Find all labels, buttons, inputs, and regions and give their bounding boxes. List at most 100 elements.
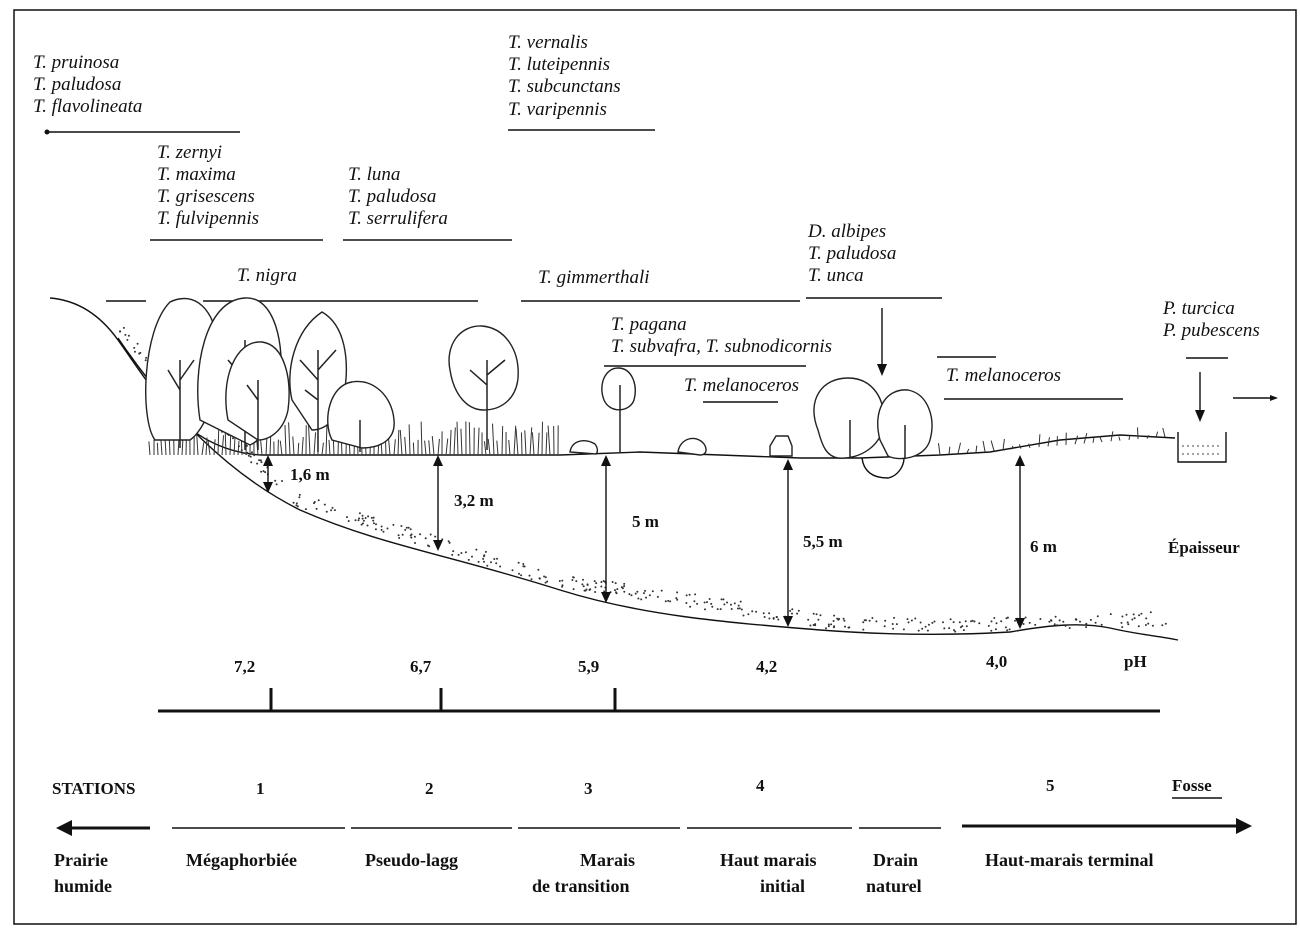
stipple-dot xyxy=(358,517,360,519)
stipple-dot xyxy=(1006,629,1008,631)
stipple-dot xyxy=(637,598,639,600)
stipple-dot xyxy=(1138,614,1140,616)
stipple-dot xyxy=(791,613,793,615)
ph-value: 7,2 xyxy=(234,657,255,676)
stipple-dot xyxy=(243,452,245,454)
stipple-dot xyxy=(623,585,625,587)
svg-text:Mégaphorbiée: Mégaphorbiée xyxy=(186,850,297,870)
arrow-head xyxy=(1195,410,1205,422)
svg-text:4,2: 4,2 xyxy=(756,657,777,676)
stipple-dot xyxy=(991,620,993,622)
stipple-dot xyxy=(838,618,840,620)
grass-blade xyxy=(1119,436,1120,440)
stipple-dot xyxy=(737,608,739,610)
stipple-dot xyxy=(686,594,688,596)
stipple-dot xyxy=(717,608,719,610)
grass-blade xyxy=(1075,436,1078,445)
stipple-dot xyxy=(434,536,436,538)
svg-text:T. zernyi: T. zernyi xyxy=(157,142,222,163)
stipple-dot xyxy=(264,471,266,473)
svg-text:P. pubescens: P. pubescens xyxy=(1162,320,1260,341)
stipple-dot xyxy=(833,615,835,617)
thickness-axis-label: Épaisseur xyxy=(1168,538,1240,557)
stipple-dot xyxy=(731,608,733,610)
hut xyxy=(770,436,792,456)
svg-text:naturel: naturel xyxy=(866,876,922,896)
grass-blade xyxy=(1039,434,1040,447)
zone-label: humide xyxy=(54,876,112,896)
svg-text:T. serrulifera: T. serrulifera xyxy=(348,208,448,229)
stipple-dot xyxy=(316,508,318,510)
stipple-dot xyxy=(1138,625,1140,627)
stipple-dot xyxy=(830,623,832,625)
species-group-3: T. zernyi T. maxima T. grisescens T. ful… xyxy=(150,142,323,240)
stipple-dot xyxy=(425,537,427,539)
stipple-dot xyxy=(963,629,965,631)
stipple-dot xyxy=(791,608,793,610)
grass-blade xyxy=(398,430,399,455)
grass-blade xyxy=(405,437,406,455)
stipple-dot xyxy=(689,594,691,596)
stipple-dot xyxy=(943,627,945,629)
species-label: T. zernyi xyxy=(157,142,222,163)
grass-blade xyxy=(461,429,462,455)
grass-blade xyxy=(293,436,294,455)
stipple-dot xyxy=(1131,619,1133,621)
stipple-dot xyxy=(644,590,646,592)
thickness-arrow: 3,2 m xyxy=(433,455,494,551)
grass-blade xyxy=(429,440,430,455)
stipple-dot xyxy=(529,575,531,577)
stipple-dot xyxy=(575,580,577,582)
stipple-dot xyxy=(1121,616,1123,618)
species-label: T. pruinosa xyxy=(33,52,119,73)
stipple-dot xyxy=(665,600,667,602)
species-group-pagana: T. pagana T. subvafra, T. subnodicornis xyxy=(604,314,832,366)
stipple-dot xyxy=(828,624,830,626)
stipple-dot xyxy=(622,587,624,589)
grass-blade xyxy=(521,432,522,455)
grass-blade xyxy=(457,422,458,455)
species-group-melanoceros-a: T. melanoceros xyxy=(684,375,799,402)
stipple-dot xyxy=(595,586,597,588)
svg-text:5,5 m: 5,5 m xyxy=(803,532,843,551)
grass-blade xyxy=(484,441,486,455)
species-label: T. flavolineata xyxy=(33,96,142,117)
stipple-dot xyxy=(1051,620,1053,622)
grass-blade xyxy=(238,441,239,455)
stipple-dot xyxy=(652,590,654,592)
stipple-dot xyxy=(478,561,480,563)
stipple-dot xyxy=(1101,624,1103,626)
stipple-dot xyxy=(573,588,575,590)
stipple-dot xyxy=(723,598,725,600)
stipple-dot xyxy=(614,589,616,591)
stipple-dot xyxy=(250,461,252,463)
stipple-dot xyxy=(1152,625,1154,627)
stipple-dot xyxy=(410,535,412,537)
svg-text:1: 1 xyxy=(256,779,265,798)
stipple-dot xyxy=(843,618,845,620)
ph-value: 4,0 xyxy=(986,652,1007,671)
grass-blade xyxy=(488,439,490,455)
stipple-dot xyxy=(694,593,696,595)
stipple-dot xyxy=(925,626,927,628)
svg-text:4,0: 4,0 xyxy=(986,652,1007,671)
tree xyxy=(814,378,884,458)
stipple-dot xyxy=(583,585,585,587)
stipple-dot xyxy=(145,357,147,359)
svg-text:2: 2 xyxy=(425,779,434,798)
stipple-dot xyxy=(545,576,547,578)
stipple-dot xyxy=(776,616,778,618)
grass-blade xyxy=(421,422,422,455)
stipple-dot xyxy=(676,591,678,593)
stipple-dot xyxy=(667,600,669,602)
stipple-dot xyxy=(738,605,740,607)
svg-text:Drain: Drain xyxy=(873,850,918,870)
stipple-dot xyxy=(1055,616,1057,618)
stipple-dot xyxy=(1056,624,1058,626)
stipple-dot xyxy=(468,559,470,561)
stipple-dot xyxy=(884,620,886,622)
zone-label: naturel xyxy=(866,876,922,896)
grass-blade xyxy=(509,440,510,455)
stipple-dot xyxy=(814,624,816,626)
svg-text:5: 5 xyxy=(1046,776,1055,795)
